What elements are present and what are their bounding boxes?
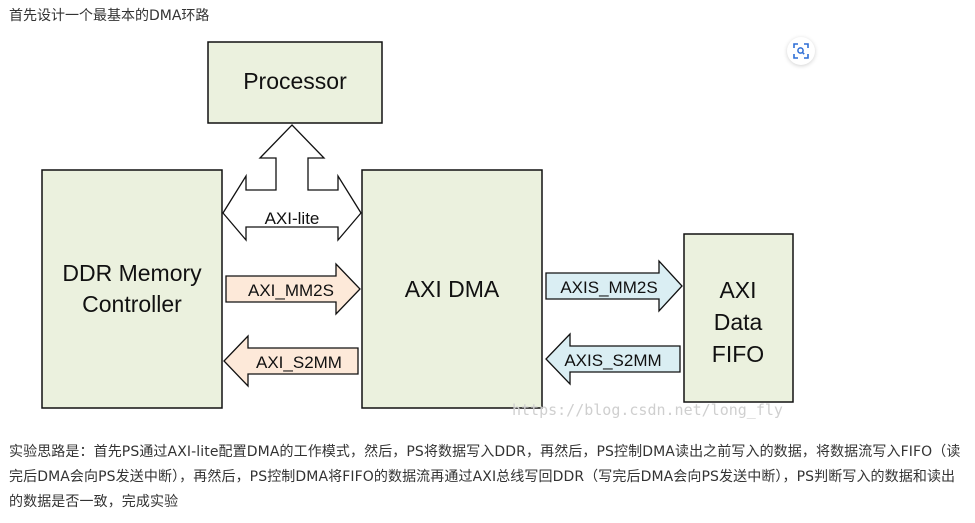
axis-mm2s-arrow: AXIS_MM2S [545, 259, 683, 313]
axis-mm2s-label: AXIS_MM2S [560, 278, 657, 297]
axi-s2mm-arrow: AXI_S2MM [223, 334, 359, 388]
ddr-label-line1: DDR Memory [62, 260, 202, 286]
section-heading: 首先设计一个最基本的DMA环路 [9, 8, 210, 24]
axis-s2mm-label: AXIS_S2MM [564, 351, 661, 370]
axi-dma-label: AXI DMA [405, 276, 500, 302]
fifo-label-line1: AXI [719, 277, 756, 303]
axi-s2mm-label: AXI_S2MM [256, 353, 342, 372]
axi-mm2s-arrow: AXI_MM2S [225, 262, 361, 316]
axi-lite-arrow: AXI-lite [222, 124, 362, 242]
processor-box: Processor [207, 41, 383, 124]
experiment-description: 实验思路是：首先PS通过AXI-lite配置DMA的工作模式，然后，PS将数据写… [9, 444, 961, 510]
ddr-label-line2: Controller [82, 291, 182, 317]
watermark-text: https://blog.csdn.net/long_fly [512, 401, 783, 419]
fifo-label-line2: Data [714, 309, 763, 335]
fifo-label-line3: FIFO [712, 341, 764, 367]
axi-dma-box: AXI DMA [361, 169, 543, 409]
image-zoom-button[interactable] [787, 37, 815, 65]
processor-label: Processor [243, 68, 347, 94]
axi-mm2s-label: AXI_MM2S [248, 281, 334, 300]
scan-zoom-icon [793, 43, 809, 59]
axi-lite-label: AXI-lite [265, 209, 320, 228]
ddr-memory-controller-box: DDR Memory Controller [41, 169, 223, 409]
axi-data-fifo-box: AXI Data FIFO [683, 233, 794, 403]
axis-s2mm-arrow: AXIS_S2MM [545, 332, 681, 386]
